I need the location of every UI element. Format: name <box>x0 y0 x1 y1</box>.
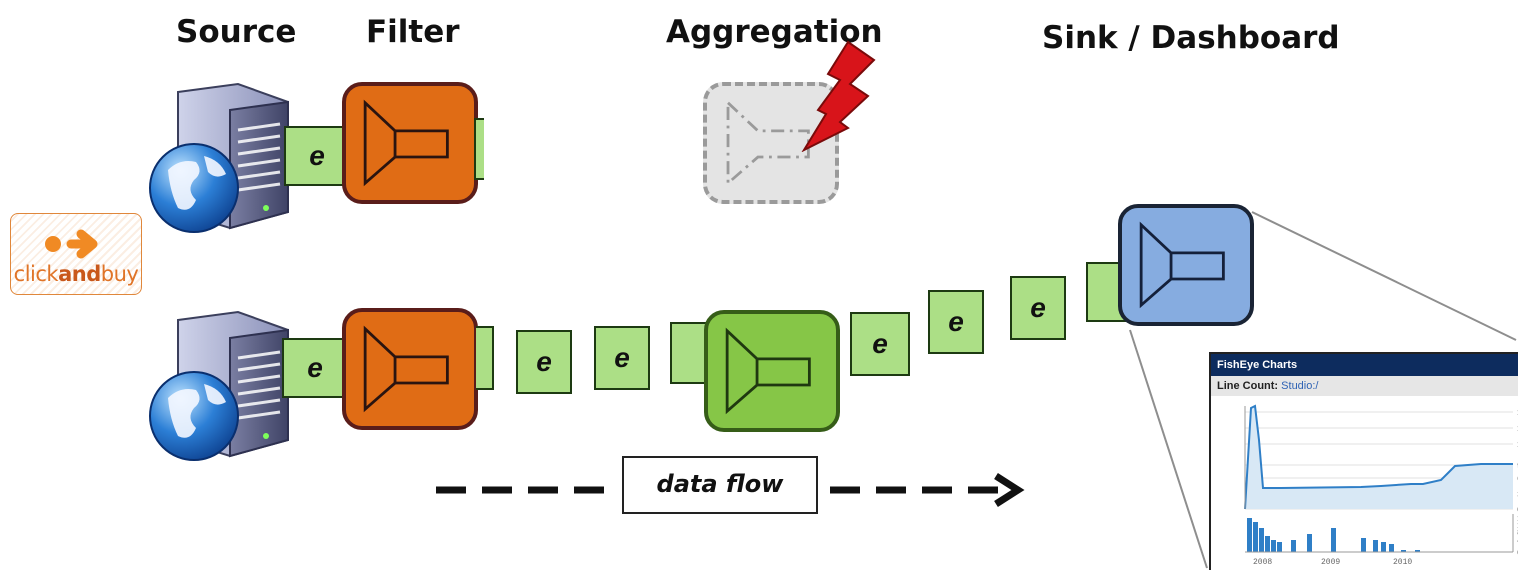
activity-bar <box>1381 542 1386 552</box>
clickandbuy-logo: clickandbuy <box>10 213 142 295</box>
line-count-area <box>1245 406 1513 509</box>
event-item: e <box>1010 276 1066 340</box>
event-item: e <box>928 290 984 354</box>
activity-bar <box>1401 550 1406 552</box>
data-flow-label: data flow <box>656 470 784 498</box>
dashboard-link[interactable]: Studio:/ <box>1281 380 1319 392</box>
activity-bar <box>1265 536 1270 552</box>
event-item-partial <box>476 326 494 390</box>
activity-bar <box>1253 522 1258 552</box>
activity-bar <box>1389 544 1394 552</box>
header-filter: Filter <box>366 14 460 50</box>
x-tick-label: 2008 <box>1253 558 1272 567</box>
activity-bar <box>1291 540 1296 552</box>
activity-bar <box>1307 534 1312 552</box>
line-count-chart: 180K150K120K90K60K30K0 1.6K1.2K8004000 2… <box>1244 404 1518 567</box>
data-flow-arrow <box>436 473 1025 507</box>
event-item-partial <box>474 118 484 180</box>
source-server-icon-top <box>149 82 289 233</box>
activity-bar <box>1373 540 1378 552</box>
x-tick-label: 2010 <box>1393 558 1412 567</box>
activity-bar <box>1331 528 1336 552</box>
fisheye-dashboard: FishEye Charts Line Count: Studio:/ 180K… <box>1209 352 1518 570</box>
header-sink-dashboard: Sink / Dashboard <box>1042 20 1340 56</box>
dashboard-subtitle: Line Count: Studio:/ <box>1211 376 1518 396</box>
filter-node-bottom <box>342 308 478 430</box>
activity-bar <box>1277 542 1282 552</box>
event-item: e <box>850 312 910 376</box>
sink-node <box>1118 204 1254 326</box>
header-source: Source <box>176 14 297 50</box>
logo-text: clickandbuy <box>13 262 139 286</box>
dashboard-title: FishEye Charts <box>1211 354 1518 376</box>
funnel-icon-faded <box>726 99 810 187</box>
orange-arrow-icon <box>45 229 98 259</box>
activity-bar <box>1259 528 1264 552</box>
funnel-icon <box>725 327 811 415</box>
source-server-icon-bottom <box>149 310 289 461</box>
activity-bar <box>1361 538 1366 552</box>
activity-bar <box>1415 550 1420 552</box>
aggregation-node <box>704 310 840 432</box>
data-flow-label-box: data flow <box>622 456 818 514</box>
activity-bar <box>1247 518 1252 552</box>
event-item-partial <box>670 322 706 384</box>
funnel-icon <box>363 325 449 413</box>
event-item: e <box>516 330 572 394</box>
event-item: e <box>284 126 350 186</box>
event-item: e <box>282 338 348 398</box>
x-tick-label: 2009 <box>1321 558 1340 567</box>
lightning-bolt-icon <box>801 40 876 152</box>
activity-bar <box>1271 540 1276 552</box>
event-item: e <box>594 326 650 390</box>
funnel-icon <box>1139 221 1225 309</box>
funnel-icon <box>363 99 449 187</box>
line-count-series <box>1244 404 1513 510</box>
